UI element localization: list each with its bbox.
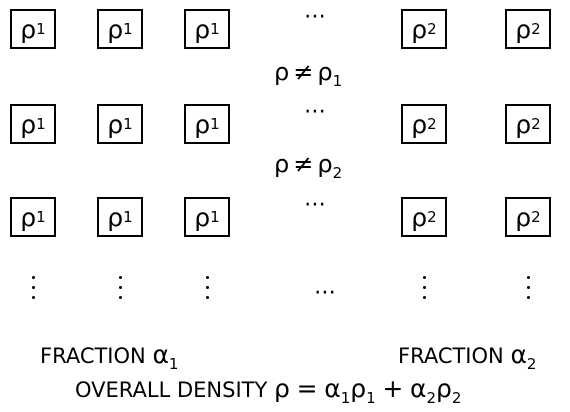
vertical-ellipsis [23,276,43,299]
ellipsis: ⋯ [304,99,328,124]
rho-symbol: ρ [317,58,333,86]
subscript: 1 [210,208,220,226]
not-equal-sign: ≠ [293,150,314,178]
fraction-alpha1-label: FRACTION α1 [40,340,178,373]
subscript: 2 [451,389,462,407]
subscript: 1 [168,355,179,373]
rho-symbol: ρ [436,374,452,403]
subscript: 2 [426,389,437,407]
subscript: 2 [332,164,343,182]
rho-symbol: ρ [107,202,124,232]
subscript: 1 [123,115,133,133]
subscript: 1 [332,72,343,90]
ellipsis: ⋯ [314,280,338,305]
plus-sign: + [382,374,404,403]
rho-symbol: ρ [194,14,211,44]
rho-symbol: ρ [107,14,124,44]
overall-density-word: OVERALL DENSITY [75,378,268,402]
subscript: 2 [531,20,541,38]
subscript: 1 [340,389,351,407]
subscript: 1 [366,389,376,407]
rho-symbol: ρ [515,109,532,139]
subscript: 2 [427,208,437,226]
subscript: 2 [427,115,437,133]
subscript: 2 [531,115,541,133]
rho-symbol: ρ [411,14,428,44]
vertical-ellipsis [110,276,130,299]
subscript: 1 [36,20,46,38]
subscript: 2 [531,208,541,226]
not-equal-sign: ≠ [293,58,314,86]
subscript: 1 [210,115,220,133]
rho-symbol: ρ [194,109,211,139]
condition-rho-neq-rho2: ρ≠ρ2 [274,150,342,182]
alpha-symbol: α [324,374,341,403]
subscript: 1 [36,115,46,133]
subscript: 2 [427,20,437,38]
vertical-ellipsis [518,276,538,299]
vertical-ellipsis [197,276,217,299]
condition-rho-neq-rho1: ρ≠ρ1 [274,58,342,90]
rho-symbol: ρ [411,202,428,232]
overall-density-formula: OVERALL DENSITY ρ = α1ρ1 + α2ρ2 [75,374,461,407]
rho-symbol: ρ [274,374,290,403]
rho-symbol: ρ [515,202,532,232]
alpha-symbol: α [152,340,169,369]
rho-symbol: ρ [20,109,37,139]
rho-symbol: ρ [274,150,290,178]
subscript: 1 [123,208,133,226]
rho-symbol: ρ [194,202,211,232]
rho-symbol: ρ [515,14,532,44]
rho-symbol: ρ [274,58,290,86]
ellipsis: ⋯ [304,192,328,217]
alpha-symbol: α [510,340,527,369]
rho-symbol: ρ [317,150,333,178]
subscript: 1 [123,20,133,38]
rho-symbol: ρ [350,374,367,403]
rho-symbol: ρ [20,202,37,232]
vertical-ellipsis [414,276,434,299]
equals-sign: = [296,374,318,403]
rho-symbol: ρ [107,109,124,139]
fraction-alpha2-label: FRACTION α2 [398,340,536,373]
subscript: 2 [526,355,537,373]
rho-symbol: ρ [20,14,37,44]
ellipsis: ⋯ [304,4,328,29]
subscript: 1 [210,20,220,38]
fraction-word: FRACTION [398,344,504,368]
fraction-word: FRACTION [40,344,146,368]
rho-symbol: ρ [411,109,428,139]
subscript: 1 [36,208,46,226]
alpha-symbol: α [409,374,427,403]
